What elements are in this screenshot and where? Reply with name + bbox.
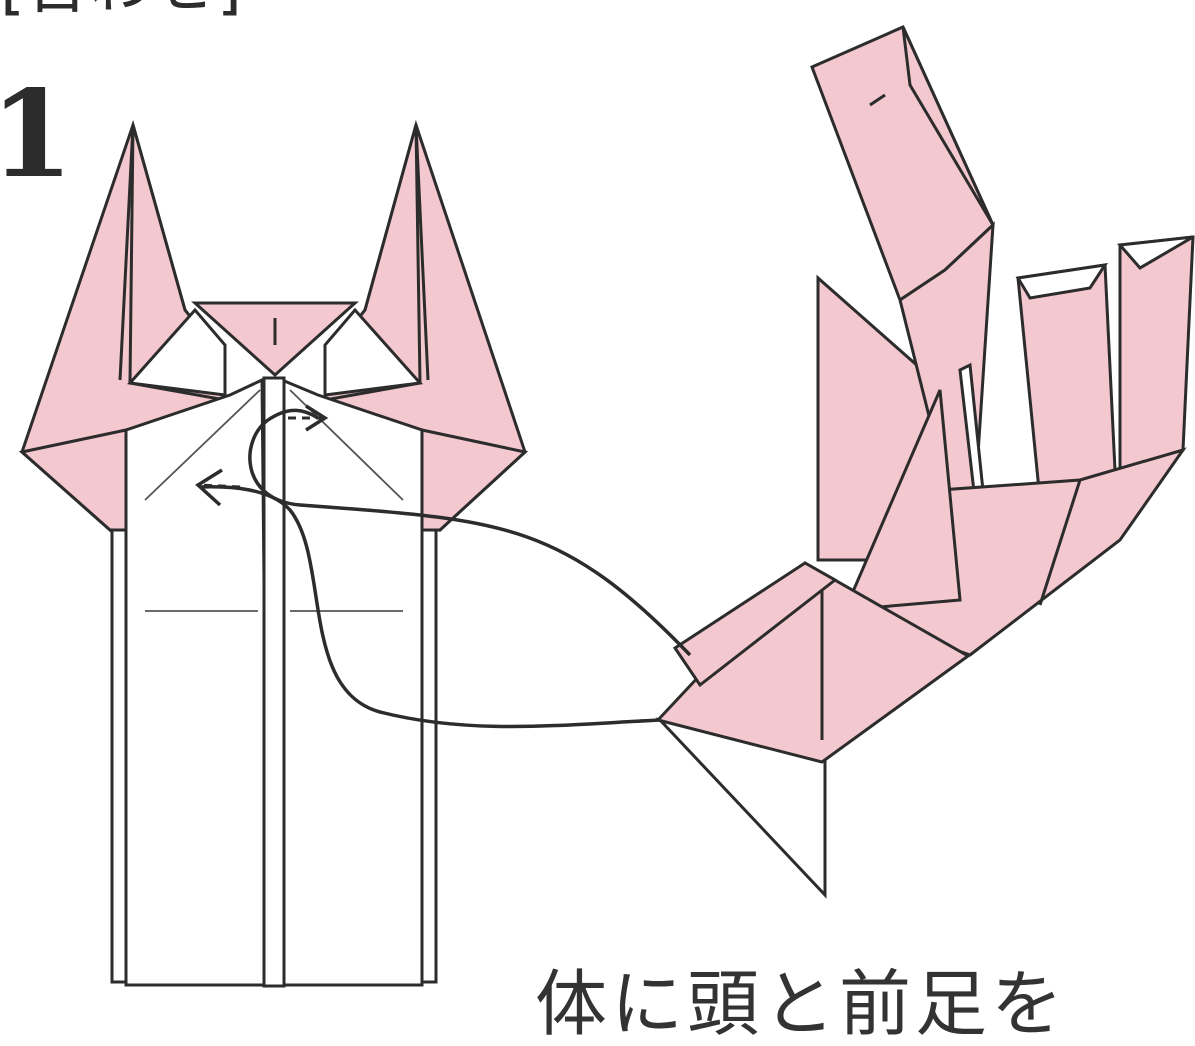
instruction-caption: 体に頭と前足を [535, 962, 1068, 1046]
head-base-fold [672, 561, 838, 688]
head-spike-edge [901, 26, 995, 226]
insert-arrow-upper [248, 408, 692, 657]
body-left-crease [118, 124, 135, 381]
fold-illustration [18, 25, 1195, 988]
foreleg-1-tip [1015, 263, 1109, 300]
body-piece [18, 119, 529, 988]
head-forelegs-piece [655, 25, 1195, 899]
body-right-small-flap [323, 307, 424, 397]
arrow-head-left [195, 468, 223, 507]
body-panel-right [280, 377, 424, 987]
body-panel-left [124, 377, 270, 987]
foreleg-1 [1016, 263, 1117, 503]
guide-line-left [144, 389, 261, 501]
head-spike-crease [869, 93, 886, 107]
body-center-seam [262, 376, 286, 988]
body-left-small-flap [126, 307, 227, 397]
foreleg-2 [1118, 235, 1195, 473]
body-right-crease [414, 124, 430, 381]
insert-arrow-lower [199, 485, 661, 729]
section-title: [合わせ] [0, 0, 242, 18]
head-diagonal-crease [1038, 479, 1082, 606]
body-left-corner [18, 428, 128, 532]
head-front-triangle [842, 389, 962, 612]
step-number: 1 [0, 64, 74, 205]
insert-arrows [195, 404, 692, 729]
body-back-strip-right [420, 518, 438, 984]
foreleg-2-tip [1116, 235, 1194, 270]
body-back-strip-left [110, 518, 128, 984]
arrow-dash-left [199, 483, 241, 489]
body-right-corner [420, 428, 529, 532]
arrow-head-right [305, 404, 329, 432]
